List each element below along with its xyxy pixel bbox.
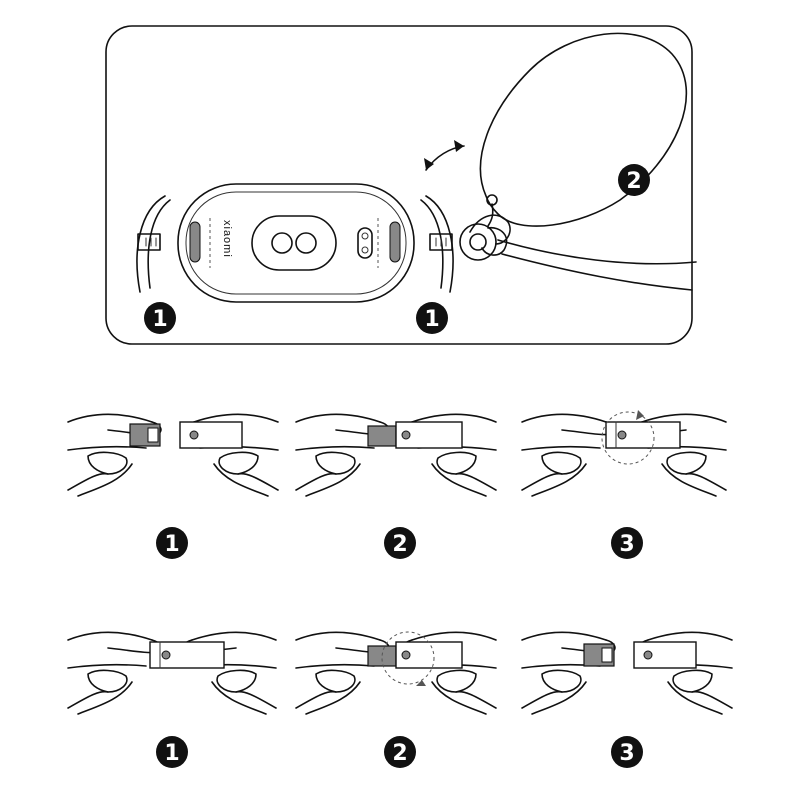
attach-step-3-illustration	[521, 410, 727, 497]
left-strap-clip	[136, 195, 171, 293]
svg-text:2: 2	[626, 169, 641, 194]
sensor-window	[251, 215, 337, 271]
attach-step-2-badge: 2	[384, 527, 416, 559]
svg-text:1: 1	[164, 532, 179, 557]
attach-step-3-badge: 3	[611, 527, 643, 559]
device-brand-label: xiaomi	[221, 220, 233, 258]
rotate-dashed-icon	[601, 411, 655, 465]
rotate-dashed-icon	[381, 631, 435, 685]
detach-step-2-badge: 2	[384, 736, 416, 768]
sensor-right	[295, 232, 317, 254]
attach-sequence: 1 2 3	[67, 410, 727, 559]
detach-step-1-badge: 1	[156, 736, 188, 768]
callout-badge-2: 2	[618, 164, 650, 196]
svg-text:3: 3	[619, 532, 634, 557]
svg-text:2: 2	[392, 532, 407, 557]
band-pod-device: xiaomi	[177, 183, 415, 303]
detach-sequence: 1 2 3	[67, 631, 733, 768]
svg-text:1: 1	[424, 307, 439, 332]
top-panel: xiaomi	[105, 25, 697, 345]
svg-text:3: 3	[619, 741, 634, 766]
callout-badge-1-left: 1	[144, 302, 176, 334]
detach-step-1-illustration	[67, 631, 277, 715]
detach-step-2-illustration	[295, 631, 497, 715]
right-strap-clip	[420, 195, 454, 293]
attach-step-1-badge: 1	[156, 527, 188, 559]
protective-pouch	[479, 32, 688, 227]
detach-step-3-illustration	[521, 631, 733, 715]
svg-text:1: 1	[164, 741, 179, 766]
callout-badge-1-right: 1	[416, 302, 448, 334]
detach-step-3-badge: 3	[611, 736, 643, 768]
attach-step-2-illustration	[295, 413, 497, 497]
svg-text:2: 2	[392, 741, 407, 766]
rotate-arrow-icon	[424, 140, 465, 171]
attach-step-1-illustration	[67, 413, 279, 497]
sensor-left	[271, 232, 293, 254]
lanyard-attachment	[459, 194, 697, 291]
charging-contacts	[357, 227, 373, 259]
panel-frame	[105, 25, 693, 345]
svg-text:1: 1	[152, 307, 167, 332]
